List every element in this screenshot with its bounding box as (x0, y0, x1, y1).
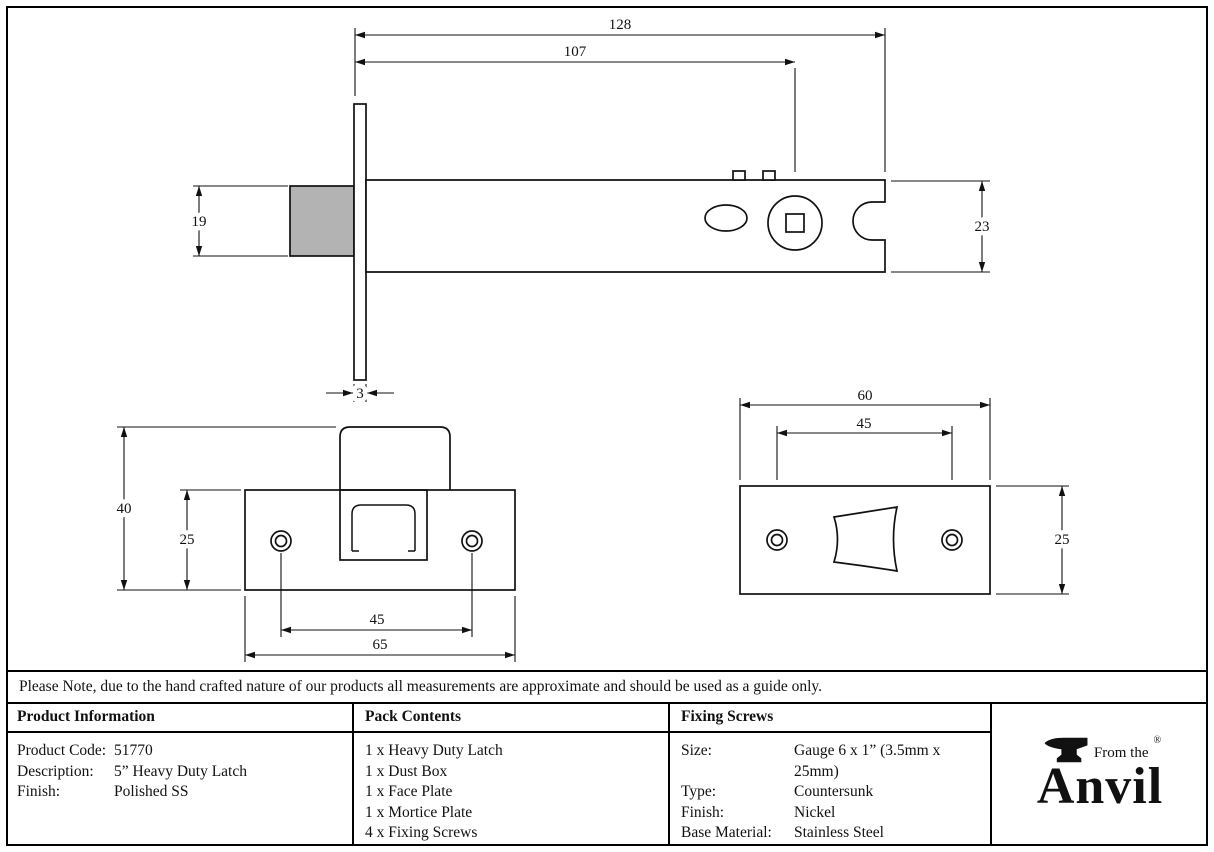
finish-value: Polished SS (114, 783, 189, 800)
screw-hole (461, 530, 483, 552)
pack-contents-column: Pack Contents 1 x Heavy Duty Latch 1 x D… (352, 704, 668, 846)
faceplate-edge (353, 103, 367, 381)
note-text: Please Note, due to the hand crafted nat… (19, 678, 823, 695)
product-information-column: Product Information Product Code: 51770 … (6, 704, 352, 846)
face-plate-tab (339, 426, 451, 490)
mortice-plate-body (739, 485, 991, 595)
description-label: Description: (17, 762, 94, 780)
brand-column: From the ® Anvil (990, 704, 1208, 846)
face-plate-dimension-lines (117, 426, 516, 662)
screw-hole-inner (770, 533, 784, 547)
dim-mortice-width-label: 60 (858, 388, 873, 404)
screw-hole-inner (465, 534, 479, 548)
screw-hole (941, 529, 963, 551)
mortice-plate-view (739, 485, 991, 595)
anvil-icon (1044, 738, 1088, 763)
dim-faceplate-width-label: 65 (373, 637, 388, 653)
dim-mortice-screw-centres-label: 45 (857, 416, 872, 432)
screw-hole-inner (945, 533, 959, 547)
screw-base-material-label: Base Material: (681, 824, 772, 841)
dim-case-height-label: 23 (975, 219, 990, 235)
pack-contents-item: 1 x Dust Box (365, 762, 448, 780)
screw-finish-value: Nickel (794, 803, 836, 821)
latch-bolt-outline (351, 504, 416, 552)
pack-contents-item: 1 x Heavy Duty Latch (365, 742, 503, 759)
brand-tagline: From the (1093, 745, 1149, 762)
brand-name: Anvil (1036, 758, 1164, 816)
note-bar: Please Note, due to the hand crafted nat… (6, 670, 1208, 704)
mortice-plate-opening (832, 505, 899, 573)
screw-type-value: Countersunk (794, 783, 874, 800)
technical-drawing: 128 107 19 23 3 (116, 17, 1070, 662)
dim-to-spindle-label: 107 (564, 44, 587, 60)
product-code-value: 51770 (114, 742, 153, 759)
face-plate-view (244, 426, 516, 591)
screw-size-label: Size: (681, 742, 712, 759)
side-view-dimension-lines (193, 28, 990, 402)
face-plate-latch-opening (339, 489, 428, 561)
description-row: Description: 5” Heavy Duty Latch (17, 762, 341, 783)
dim-overall-length-label: 128 (609, 17, 632, 33)
case-tab (762, 170, 776, 181)
product-information-body: Product Code: 51770 Description: 5” Heav… (6, 733, 352, 803)
spindle-square-hole (785, 213, 805, 233)
pack-contents-header: Pack Contents (354, 704, 668, 733)
fixing-screws-column: Fixing Screws Size: Gauge 6 x 1” (3.5mm … (668, 704, 990, 846)
latch-side-view (289, 103, 886, 381)
anvil-logo: From the ® Anvil (1036, 736, 1164, 816)
pack-contents-item: 1 x Face Plate (365, 783, 453, 800)
pack-contents-body: 1 x Heavy Duty Latch 1 x Dust Box 1 x Fa… (354, 733, 668, 844)
pack-contents-item: 4 x Fixing Screws (365, 824, 478, 841)
screw-size-value: Gauge 6 x 1” (3.5mm x 25mm) (794, 742, 941, 780)
screw-base-material-value: Stainless Steel (794, 824, 884, 841)
screw-finish-row: Finish: Nickel (681, 803, 979, 824)
screw-hole (766, 529, 788, 551)
product-information-header: Product Information (6, 704, 352, 733)
dim-mortice-height-label: 25 (1055, 532, 1070, 548)
screw-type-label: Type: (681, 783, 717, 800)
case-tab (732, 170, 746, 181)
finish-label: Finish: (17, 783, 61, 800)
spec-table: Product Information Product Code: 51770 … (6, 704, 1208, 846)
registered-mark-icon: ® (1153, 735, 1162, 747)
screw-base-material-row: Base Material: Stainless Steel (681, 823, 979, 844)
screw-hole (270, 530, 292, 552)
spindle-follower (767, 195, 823, 251)
screw-finish-label: Finish: (681, 803, 725, 821)
fixing-screws-header: Fixing Screws (670, 704, 990, 733)
dim-faceplate-screw-centres-label: 45 (370, 612, 385, 628)
screw-type-row: Type: Countersunk (681, 782, 979, 803)
product-code-label: Product Code: (17, 742, 107, 759)
finish-row: Finish: Polished SS (17, 782, 341, 803)
dim-bolt-height-label: 19 (192, 214, 207, 230)
face-plate-body (244, 489, 516, 591)
dim-faceplate-thickness-label: 3 (356, 386, 364, 402)
dim-faceplate-plate-height-label: 25 (180, 532, 195, 548)
latch-case (365, 179, 886, 273)
fixing-screws-body: Size: Gauge 6 x 1” (3.5mm x 25mm) Type: … (670, 733, 990, 844)
pack-contents-item: 1 x Mortice Plate (365, 803, 473, 821)
screw-hole-inner (274, 534, 288, 548)
logo-top-row: From the ® (1043, 736, 1161, 764)
dim-faceplate-total-height-label: 40 (117, 501, 132, 517)
screw-size-row: Size: Gauge 6 x 1” (3.5mm x 25mm) (681, 741, 979, 782)
mortice-plate-dimension-lines (739, 398, 1069, 595)
product-code-row: Product Code: 51770 (17, 741, 341, 762)
oval-hole (704, 204, 748, 232)
latch-bolt (289, 185, 355, 257)
description-value: 5” Heavy Duty Latch (114, 762, 247, 780)
